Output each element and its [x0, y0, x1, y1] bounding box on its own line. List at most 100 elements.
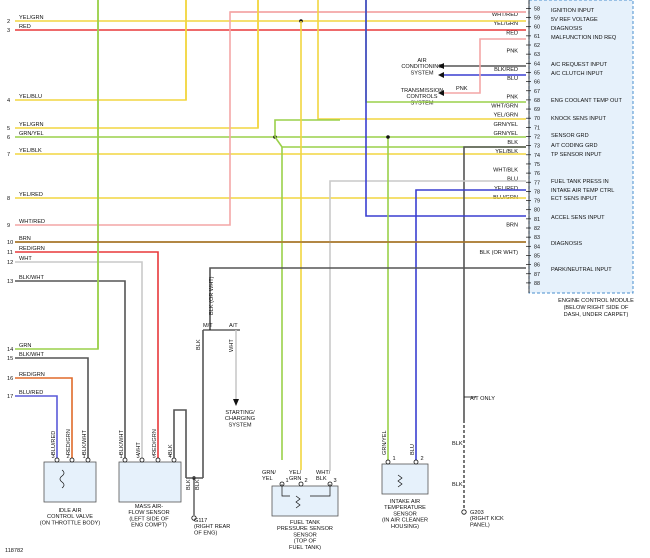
g117-caption-2: OF ENG): [194, 530, 217, 536]
ecm-pin-59: 59: [534, 16, 540, 22]
ac-system-label-1: CONDITIONING: [401, 64, 442, 70]
idle-caption-0: IDLE AIR: [58, 508, 81, 514]
maf-pin-2: [155, 457, 161, 463]
wire-ecm63-pnk: [479, 38, 526, 60]
harness-num-8: 8: [7, 196, 10, 202]
harness-num-2: 2: [7, 19, 10, 25]
iat-pin-num-1: 2: [420, 456, 423, 462]
wire-ecm72-grnyel: [274, 136, 526, 148]
g117-caption-0: G117: [194, 518, 207, 524]
ecm-pin-60: 60: [534, 25, 540, 31]
harness-label-3: RED: [19, 24, 31, 30]
arrow-ac-request: [438, 63, 444, 69]
idle-pin-0: [54, 457, 60, 463]
fueltank-wire-0b: YEL: [262, 476, 273, 482]
iat-box: [381, 463, 429, 495]
wire-maf-blk: [173, 409, 187, 478]
ecm-function-13: ECT SENS INPUT: [551, 196, 598, 202]
fueltank-pin-num-0: 1: [285, 478, 288, 484]
ecm-function-10: TP SENSOR INPUT: [551, 152, 602, 158]
fueltank-pin-num-2: 3: [333, 478, 336, 484]
harness-num-11: 11: [7, 250, 13, 256]
ecm-pin-88: 88: [534, 281, 540, 287]
fueltank-wire-1a: YEL/: [289, 470, 302, 476]
fueltank-wire-2a: WHT/: [316, 470, 331, 476]
trans-pnk-label: PNK: [456, 86, 468, 92]
g203-caption-2: PANEL): [470, 522, 490, 528]
fueltank-internal-b: [310, 484, 331, 497]
ecm-function-5: A/C CLUTCH INPUT: [551, 71, 603, 77]
g203-caption-0: G203: [470, 510, 484, 516]
ecm-pin-76: 76: [534, 171, 540, 177]
ecm-pin-70: 70: [534, 116, 540, 122]
ecm-pin-75: 75: [534, 162, 540, 168]
iat-thermistor: [397, 474, 403, 488]
idle-wire-1: RED/GRN: [66, 429, 72, 455]
fueltank-wire-2b: BLK: [316, 476, 327, 482]
g203-wire-0: BLK: [452, 441, 463, 447]
ecm-pin-wire-77: BLU: [507, 177, 518, 183]
g203-note: A/T ONLY: [470, 396, 495, 402]
harness-label-2: YEL/GRN: [19, 15, 44, 21]
harness-label-5: YEL/GRN: [19, 122, 44, 128]
ac-system-label-0: AIR: [417, 58, 426, 64]
fueltank-caption-0: FUEL TANK: [290, 520, 320, 526]
wire-ecm79-blugrn: [365, 0, 526, 217]
iat-pin-num-0: 1: [392, 456, 395, 462]
at-feed-label: BLK (OR WHT): [209, 276, 215, 315]
ecm-pin-wire-63: PNK: [506, 49, 518, 55]
ecm-pin-65: 65: [534, 70, 540, 76]
maf-pin-3: [171, 457, 177, 463]
ecm-pin-69: 69: [534, 107, 540, 113]
ecm-pin-83: 83: [534, 235, 540, 241]
ecm-pin-87: 87: [534, 272, 540, 278]
wire-ecm73-blk: [463, 146, 526, 420]
harness-label-12: WHT: [19, 256, 32, 262]
fueltank-caption-3: (TOP OF: [294, 539, 317, 545]
ecm-pin-72: 72: [534, 135, 540, 141]
ecm-pin-78: 78: [534, 189, 540, 195]
ecm-pin-82: 82: [534, 226, 540, 232]
harness-num-15: 15: [7, 356, 13, 362]
ecm-pin-74: 74: [534, 153, 540, 159]
fueltank-pin-1: [298, 481, 304, 487]
maf-pin-num-1: 3: [136, 454, 139, 460]
ecm-pin-wire-74: YEL/BLK: [495, 149, 518, 155]
ecm-pin-wire-71: GRN/YEL: [493, 122, 518, 128]
diagram-id: 118782: [5, 548, 23, 554]
ecm-pin-wire-68: PNK: [506, 94, 518, 100]
starting-system-label-1: CHARGING: [225, 416, 255, 422]
ecm-caption-1: (BELOW RIGHT SIDE OF: [564, 305, 629, 311]
ecm-pin-73: 73: [534, 144, 540, 150]
ecm-pin-86: 86: [534, 263, 540, 269]
ecm-pin-62: 62: [534, 43, 540, 49]
harness-num-13: 13: [7, 279, 13, 285]
idle-coil: [59, 469, 65, 489]
g203-ground-icon: [461, 509, 467, 515]
iat-pin-1: [413, 459, 419, 465]
ecm-function-7: KNOCK SENS INPUT: [551, 116, 607, 122]
harness-num-7: 7: [7, 152, 10, 158]
ecm-pin-wire-65: BLK/RED: [494, 67, 518, 73]
g117-caption-1: (RIGHT REAR: [194, 524, 230, 530]
ecm-pin-66: 66: [534, 80, 540, 86]
ecm-pin-wire-60: YEL/GRN: [493, 21, 518, 27]
maf-pin-num-0: 1: [119, 454, 122, 460]
maf-box: [118, 461, 182, 503]
idle-wire-2: BLK/WHT: [82, 430, 88, 455]
ecm-pin-wire-59: WHT/RED: [492, 12, 518, 18]
fueltank-caption-1: PRESSURE SENSOR: [277, 526, 333, 532]
ecm-pin-wire-76: WHT/BLK: [493, 168, 518, 174]
harness-num-9: 9: [7, 223, 10, 229]
maf-caption-3: ENG COMPT): [131, 523, 167, 529]
ecm-pin-wire-69: WHT/GRN: [491, 103, 518, 109]
iat-wire-1: BLU: [410, 444, 416, 455]
ecm-pin-wire-70: YEL/GRN: [493, 113, 518, 119]
at-wire-label: WHT: [229, 339, 235, 352]
ecm-function-1: 5V REF VOLTAGE: [551, 17, 598, 23]
idle-pin-2: [85, 457, 91, 463]
maf-caption-0: MASS AIR-: [135, 504, 163, 510]
ecm-pin-80: 80: [534, 208, 540, 214]
ecm-function-9: A/T CODING GRD: [551, 143, 598, 149]
harness-num-17: 17: [7, 394, 13, 400]
